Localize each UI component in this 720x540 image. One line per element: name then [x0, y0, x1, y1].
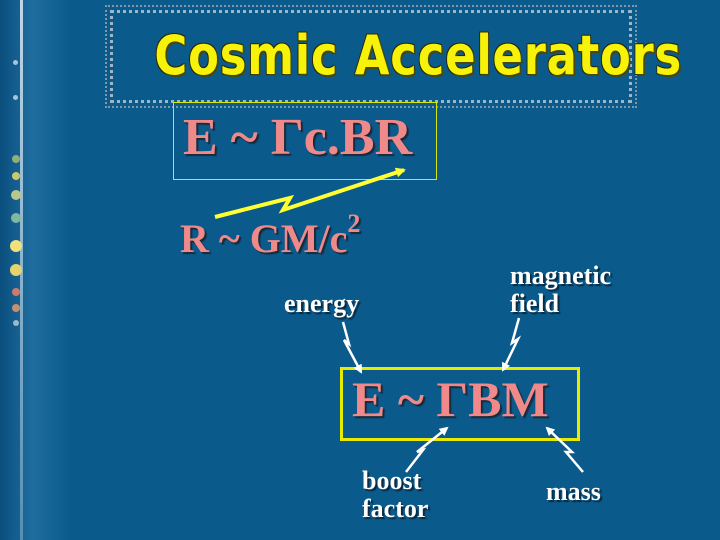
label-mass: mass [546, 477, 601, 506]
strip-dot [11, 213, 21, 223]
label-magnetic-field: magnetic field [510, 261, 612, 318]
equation-box [173, 102, 437, 180]
strip-dot [11, 190, 21, 200]
strip-dot [12, 172, 20, 180]
equation-energy-br: E ~ Γc.BR [183, 109, 413, 166]
label-energy: energy [284, 289, 360, 318]
strip-dot [13, 95, 18, 100]
strip-dot [13, 320, 19, 326]
equation-box-highlight [340, 367, 580, 441]
equation-radius-exponent: 2 [347, 209, 361, 238]
lightning-arrow-boost [405, 426, 449, 473]
decorative-side-strip [0, 0, 72, 540]
equation-energy-bm: E ~ ΓBM [352, 371, 549, 427]
equation-radius: R ~ GM/c2 [180, 209, 360, 262]
equation-radius-main: R ~ GM/c [180, 216, 348, 261]
strip-dot [12, 304, 20, 312]
lightning-arrow-mass [545, 426, 584, 473]
lightning-arrow-energy [341, 321, 363, 374]
strip-dot [12, 155, 20, 163]
label-boost-factor: boost factor [362, 466, 429, 523]
strip-dot [10, 264, 22, 276]
strip-dot [10, 240, 22, 252]
title-frame [105, 5, 637, 108]
lightning-arrow-yellow [214, 167, 406, 219]
strip-dot [12, 288, 20, 296]
strip-dot [13, 60, 18, 65]
lightning-arrow-magnetic [501, 317, 522, 372]
